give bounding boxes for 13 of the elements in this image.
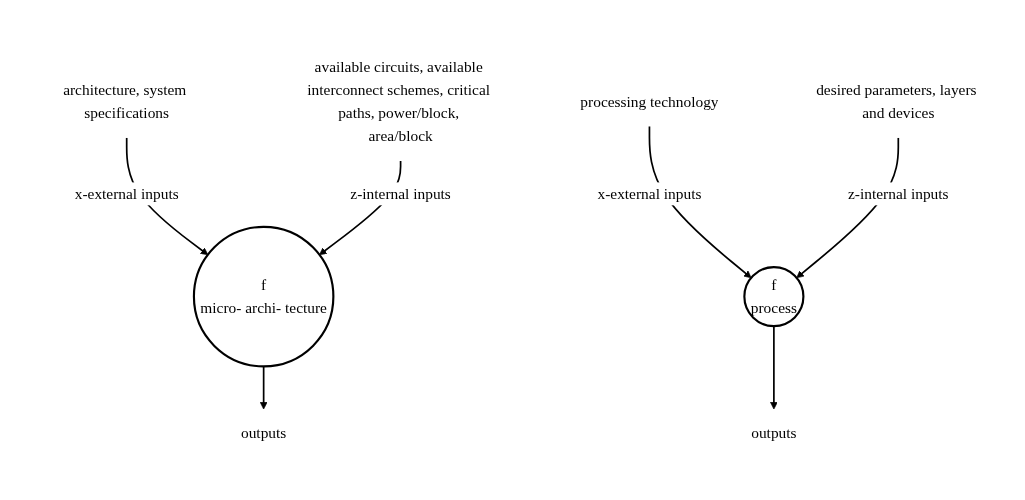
edge-label: x-external inputs: [74, 184, 179, 202]
edge-label: z-internal inputs: [350, 184, 451, 202]
node-text: outputs: [240, 424, 287, 442]
node-text: available circuits, available interconnect schemes, critical paths, power/block, area/block: [307, 57, 490, 145]
node-circle: f micro- archi- tecture: [192, 225, 335, 367]
edge-label: z-internal inputs: [848, 184, 949, 202]
edge-label: x-external inputs: [597, 184, 702, 202]
node-text: outputs: [751, 424, 797, 442]
node-text: processing technology: [580, 92, 719, 110]
node-text: architecture, system specifications: [63, 80, 187, 122]
node-text: desired parameters, layers and devices: [816, 80, 977, 122]
node-circle: f process: [743, 265, 805, 327]
arrow: [259, 365, 268, 410]
